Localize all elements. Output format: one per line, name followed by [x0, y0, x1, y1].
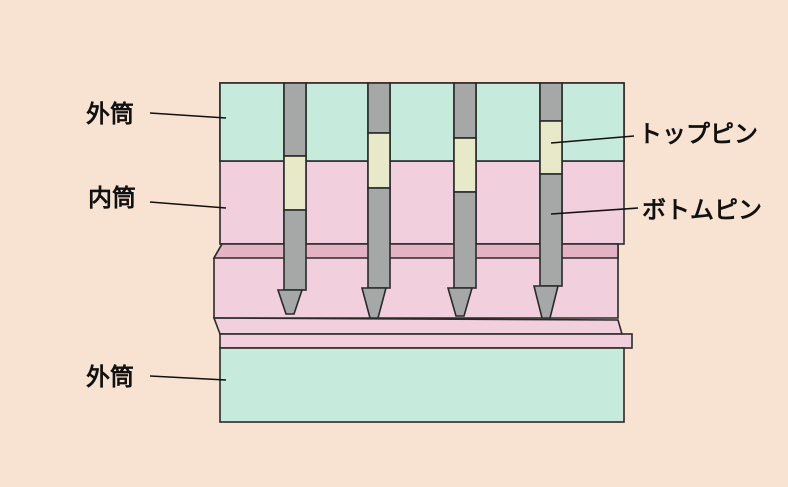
top-pin: [367, 132, 391, 189]
shear-ledge: [219, 333, 633, 349]
pin-stack: [276, 82, 307, 315]
bottom-pin: [367, 187, 391, 289]
inner-block: [305, 160, 369, 245]
driver-pin: [453, 82, 477, 139]
bottom-pin-tip: [360, 287, 388, 319]
outer-block: [561, 82, 625, 162]
inner-block: [389, 160, 455, 245]
leader-outer-bottom: [149, 375, 227, 381]
bottom-pin-tip: [276, 289, 304, 315]
top-pin: [283, 155, 307, 211]
driver-pin: [283, 82, 307, 157]
driver-pin: [367, 82, 391, 134]
bottom-pin-tip: [532, 285, 560, 319]
leader-bottom-pin: [550, 207, 639, 215]
outer-block: [219, 82, 285, 162]
label-top-pin: トップピン: [638, 120, 758, 148]
bottom-pin: [453, 191, 477, 289]
inner-cylinder-chamfer: [212, 243, 619, 259]
bottom-pin: [539, 173, 563, 287]
inner-block: [561, 160, 625, 245]
pin-stack: [532, 82, 563, 319]
label-bottom-pin: ボトムピン: [642, 196, 762, 224]
leader-top-pin: [550, 135, 635, 144]
label-outer-cylinder-top: 外筒: [86, 100, 134, 128]
pin-stack: [360, 82, 391, 319]
driver-pin: [539, 82, 563, 122]
top-pin: [539, 120, 563, 175]
outer-block: [389, 82, 455, 162]
outer-block: [475, 82, 541, 162]
pin-stacks: [276, 82, 563, 319]
bottom-pin: [283, 209, 307, 291]
top-pin: [453, 137, 477, 193]
outer-cylinder-blocks: [219, 82, 625, 162]
bottom-pin-tip: [446, 287, 474, 317]
pin-stack: [446, 82, 477, 317]
inner-block: [219, 160, 285, 245]
outer-cylinder-bottom-body: [219, 347, 625, 423]
inner-cylinder-bottom-chamfer: [212, 317, 624, 335]
label-inner-cylinder: 内筒: [88, 184, 136, 212]
inner-block: [475, 160, 541, 245]
outer-block: [305, 82, 369, 162]
inner-cylinder-blocks: [219, 160, 625, 245]
label-outer-cylinder-bottom: 外筒: [86, 363, 134, 391]
leader-inner: [149, 201, 227, 209]
leader-outer-top: [149, 112, 227, 119]
